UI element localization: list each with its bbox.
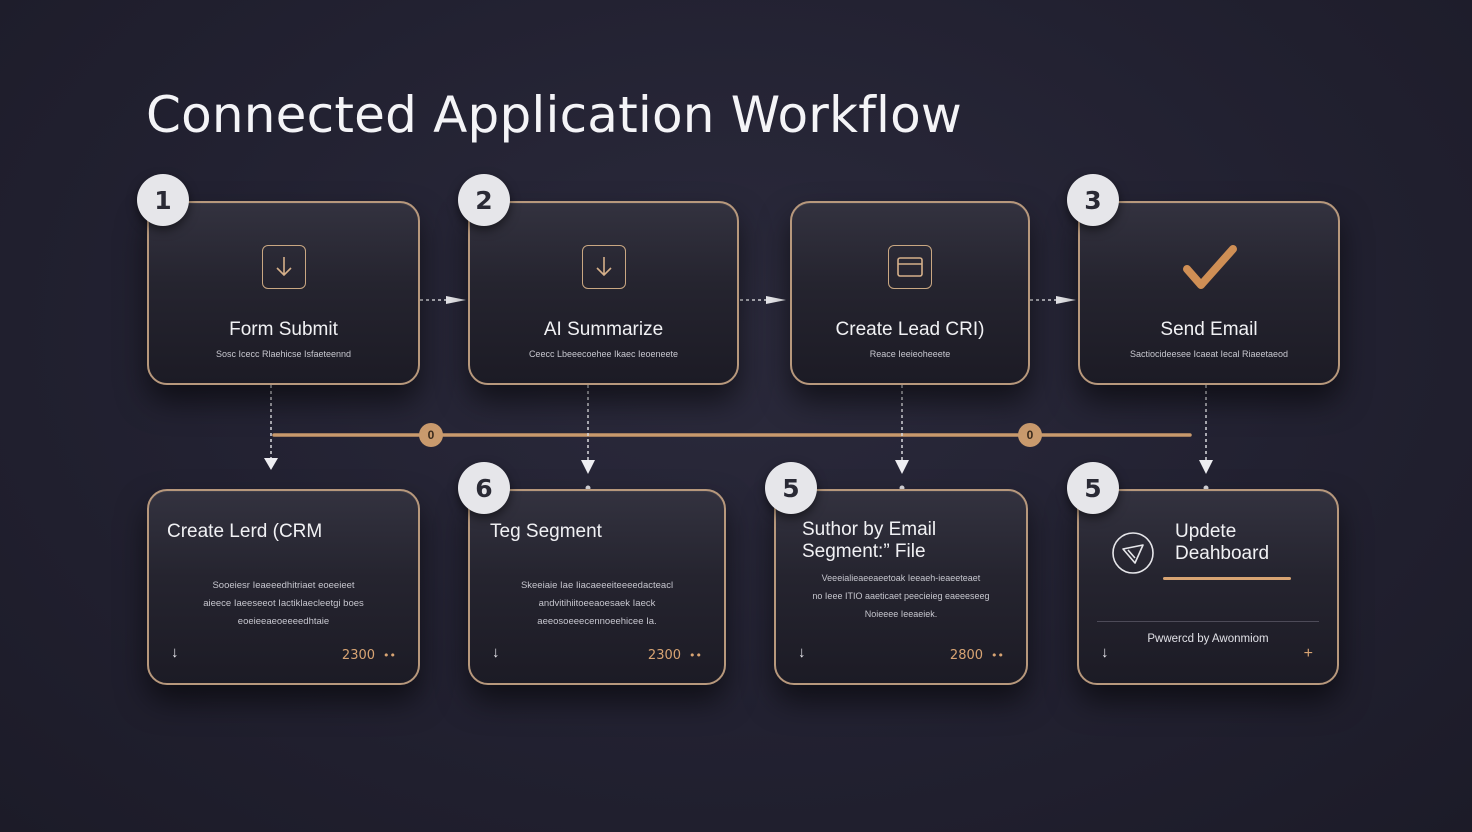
step-title: Send Email bbox=[1160, 319, 1258, 340]
vertical-connectors bbox=[270, 385, 1207, 460]
step-card-ai-summarize[interactable]: AI Summarize Ceecc Lbeeecoehee Ikaec Ieo… bbox=[468, 201, 739, 385]
page-title: Connected Application Workflow bbox=[146, 86, 962, 144]
arrow-down-icon[interactable]: ↓ bbox=[492, 644, 500, 661]
progress-underline bbox=[1163, 577, 1291, 580]
step-badge: 6 bbox=[458, 462, 510, 514]
step-description: Sooeiesr Ieaeeedhitriaet eoeeieet aieece… bbox=[203, 580, 364, 627]
step-badge: 2 bbox=[458, 174, 510, 226]
plus-icon[interactable]: + bbox=[1303, 645, 1313, 662]
step-value: 2800•• bbox=[949, 648, 1004, 663]
download-icon bbox=[581, 245, 626, 289]
step-value: 2300•• bbox=[341, 648, 396, 663]
arrow-down-icon[interactable]: ↓ bbox=[1101, 644, 1109, 661]
arrow-down-icon[interactable]: ↓ bbox=[171, 644, 179, 661]
step-subtitle: Sactiocideesee Icaeat Iecal Riaeetaeod bbox=[1129, 349, 1289, 359]
horizontal-arrowheads bbox=[446, 296, 1076, 304]
step-badge: 5 bbox=[1067, 462, 1119, 514]
step-card-create-lead[interactable]: Create Lead CRI) Reace Ieeieoheeete bbox=[790, 201, 1030, 385]
step-title: AI Summarize bbox=[543, 319, 664, 340]
step-title: Form Submit bbox=[229, 319, 338, 340]
divider bbox=[1097, 621, 1319, 622]
step-subtitle: Sosc Icecc Rlaehicse Isfaeteennd bbox=[215, 349, 352, 359]
step-card-form-submit[interactable]: Form Submit Sosc Icecc Rlaehicse Isfaete… bbox=[147, 201, 420, 385]
step-badge: 5 bbox=[765, 462, 817, 514]
step-card-create-lead-crm[interactable]: Create Lerd (CRM Sooeiesr Ieaeeedhitriae… bbox=[147, 489, 420, 685]
step-card-update-dashboard[interactable]: Updete Deahboard Pwwercd by Awonmiom ↓ + bbox=[1077, 489, 1339, 685]
step-badge: 1 bbox=[137, 174, 189, 226]
vertical-arrowheads bbox=[264, 458, 1213, 474]
step-subtitle: Ceecc Lbeeecoehee Ikaec Ieoeneete bbox=[528, 349, 679, 359]
checkmark-icon bbox=[1177, 241, 1241, 302]
step-title: Create Lerd (CRM bbox=[167, 521, 323, 542]
step-subtitle: Reace Ieeieoheeete bbox=[869, 349, 951, 359]
window-icon bbox=[888, 245, 932, 289]
step-card-author-email[interactable]: Suthor by Email Segment:” File Veeeialie… bbox=[774, 489, 1028, 685]
timeline-node[interactable]: 0 bbox=[1018, 423, 1042, 447]
step-card-send-email[interactable]: Send Email Sactiocideesee Icaeat Iecal R… bbox=[1078, 201, 1340, 385]
arrow-down-icon[interactable]: ↓ bbox=[798, 644, 806, 661]
step-badge: 3 bbox=[1067, 174, 1119, 226]
step-card-tag-segment[interactable]: Teg Segment Skeeiaie Iae Iiacaeeeiteeeed… bbox=[468, 489, 726, 685]
step-title: Teg Segment bbox=[490, 521, 602, 542]
step-description: Veeeialieaeeaeetoak Ieeaeh-ieaeeteaet no… bbox=[812, 573, 990, 619]
download-icon bbox=[261, 245, 306, 289]
step-description: Skeeiaie Iae Iiacaeeeiteeeedacteacl andv… bbox=[520, 580, 674, 627]
send-icon bbox=[1111, 531, 1155, 580]
step-value: 2300•• bbox=[647, 648, 702, 663]
powered-by-label: Pwwercd by Awonmiom bbox=[1147, 633, 1269, 645]
step-title: Updete Deahboard bbox=[1175, 521, 1270, 564]
timeline-node[interactable]: 0 bbox=[419, 423, 443, 447]
step-title: Create Lead CRI) bbox=[835, 319, 985, 340]
step-title: Suthor by Email Segment:” File bbox=[802, 519, 937, 562]
